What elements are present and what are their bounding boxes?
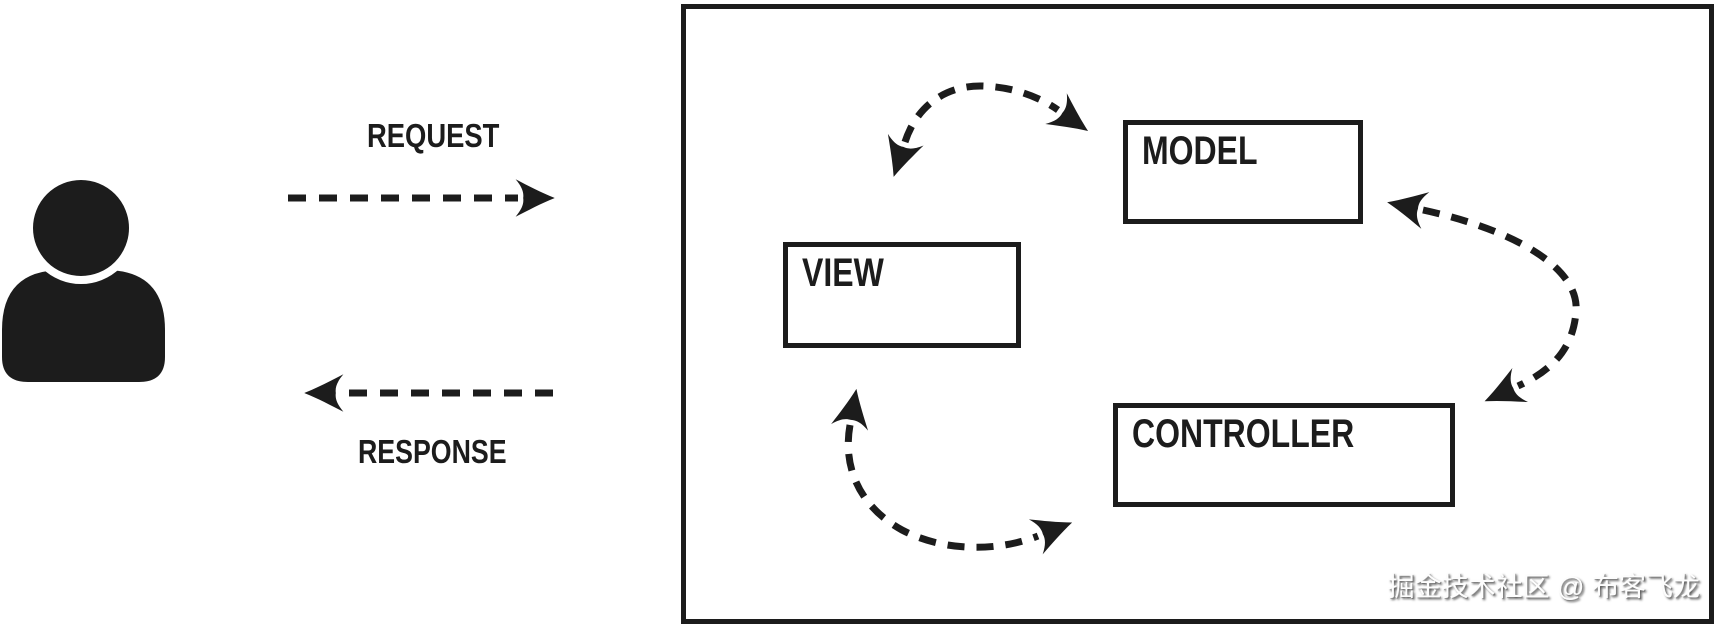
view-box: VIEW [783,242,1021,348]
view-label: VIEW [802,251,884,295]
view-model-arrow [887,82,1089,177]
controller-box: CONTROLLER [1113,403,1455,507]
model-label: MODEL [1142,129,1258,173]
user-head-shape [25,172,137,284]
model-controller-arrow [1387,192,1580,403]
user-body-shape [2,270,165,382]
mvc-frame [681,4,1714,624]
request-label: REQUEST [367,117,500,154]
watermark: 掘金技术社区 @ 布客飞龙 [1387,572,1700,602]
controller-label: CONTROLLER [1132,412,1355,456]
model-box: MODEL [1123,120,1363,224]
user-icon [2,172,165,382]
view-controller-arrow [831,388,1073,555]
response-label: RESPONSE [358,433,507,470]
